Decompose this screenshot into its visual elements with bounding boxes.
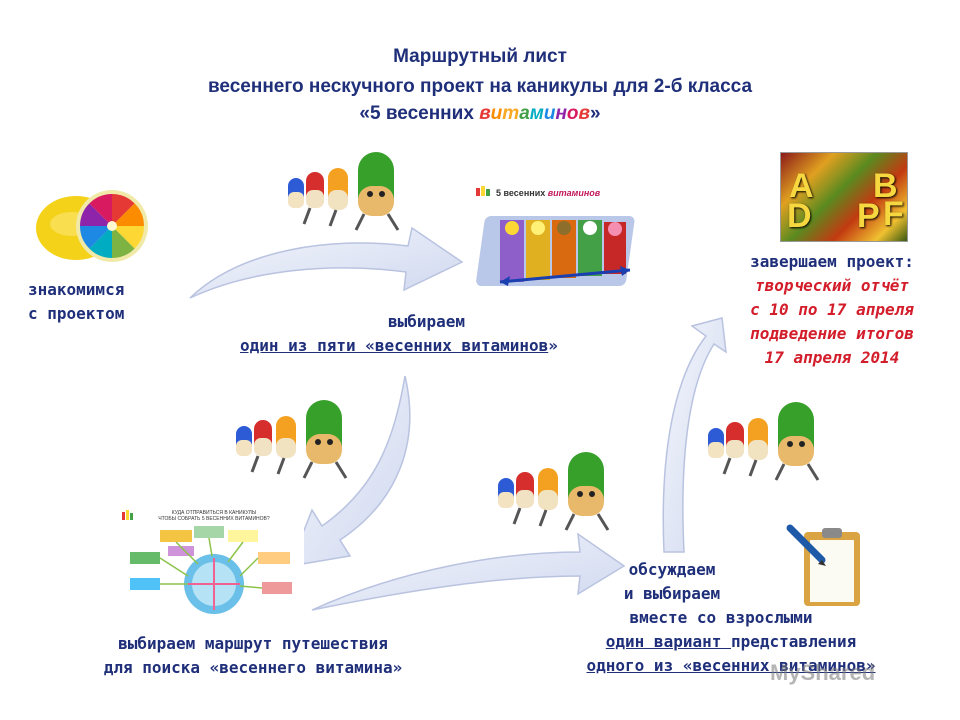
arrow-route-to-discuss [311, 532, 626, 611]
step-choose-line-2: один из пяти «весенних витаминов [240, 336, 549, 355]
step-discuss-line-4b: представления [731, 632, 857, 651]
step-finish: завершаем проект: творческий отчёт с 10 … [712, 250, 952, 370]
photo-letter: D [787, 197, 812, 235]
title-rainbow-letter: м [529, 103, 544, 124]
arrow-discuss-to-finish [662, 317, 727, 553]
step-discuss: обсуждаем и выбираем вместе со взрослыми… [526, 558, 936, 678]
title-rainbow-letter: в [578, 103, 591, 124]
title-rainbow-letter: т [502, 103, 520, 124]
step-discuss-line-1: обсуждаем [628, 560, 716, 579]
route-board-title-1: КУДА ОТПРАВИТЬСЯ В КАНИКУЛЫ [172, 510, 257, 516]
photo-letter: A [789, 167, 814, 205]
pill-characters-icon [708, 402, 820, 481]
pill-characters-icon [288, 152, 400, 231]
step-route-line-2: для поиска «весеннего витамина» [103, 658, 403, 677]
step-meet: знакомимся с проектом [28, 278, 124, 326]
title-rainbow-letter: о [566, 103, 579, 124]
step-finish-line-4: подведение итогов [750, 324, 914, 343]
photo-letter: P [857, 197, 880, 235]
step-discuss-line-4a: один вариант [605, 632, 731, 651]
step-meet-line-2: с проектом [28, 304, 125, 323]
watermark: MyShared [770, 660, 876, 685]
step-meet-line-1: знакомимся [28, 280, 125, 299]
board-title: 5 весенних витаминов [496, 188, 601, 198]
step-discuss-line-5: одного из «весенних витаминов» [586, 656, 876, 675]
step-choose-line-1: выбираем [388, 312, 466, 331]
title-line-3-open: «5 весенних [359, 103, 480, 124]
title-line-3-close: » [590, 103, 601, 124]
produce-letters-photo: A B D P F [780, 152, 908, 242]
step-finish-line-1: завершаем проект: [750, 252, 914, 271]
step-discuss-line-2: и выбираем [623, 584, 721, 603]
step-finish-line-2: творческий отчёт [754, 276, 910, 295]
step-finish-line-3: с 10 по 17 апреля [750, 300, 914, 319]
title-line-3: «5 весенних витаминов» [0, 103, 960, 125]
title-rainbow-word: витаминов [479, 103, 590, 124]
route-board-title-2: ЧТОБЫ СОБРАТЬ 5 ВЕСЕННИХ ВИТАМИНОВ? [158, 516, 270, 522]
arrow-meet-to-choose [189, 226, 464, 299]
pill-characters-icon [498, 452, 610, 531]
step-finish-line-5: 17 апреля 2014 [764, 348, 900, 367]
clipboard-pen-icon [786, 524, 860, 606]
title-rainbow-letter: и [543, 103, 556, 124]
title-line-1: Маршрутный лист [393, 46, 567, 67]
citrus-rainbow-icon [36, 190, 148, 262]
title-rainbow-letter: и [490, 103, 503, 124]
step-route-line-1: выбираем маршрут путешествия [118, 634, 388, 653]
title-rainbow-letter: а [519, 103, 530, 124]
title-line-2: весеннего нескучного проект на каникулы … [207, 76, 753, 97]
step-route: выбираем маршрут путешествия для поиска … [48, 632, 458, 680]
title-rainbow-letter: в [479, 103, 491, 124]
pill-characters-icon [236, 400, 348, 479]
route-board-thumbnail: КУДА ОТПРАВИТЬСЯ В КАНИКУЛЫ ЧТОБЫ СОБРАТ… [118, 506, 304, 624]
step-choose-line-2-end: » [548, 336, 558, 355]
title-rainbow-letter: н [555, 103, 567, 124]
step-choose: выбираем один из пяти «весенних витамино… [240, 310, 558, 358]
step-discuss-line-3: вместе со взрослыми [629, 608, 813, 627]
photo-letter: F [883, 195, 904, 233]
photo-letter: B [873, 167, 898, 205]
vitamins-board-thumbnail: 5 весенних витаминов [470, 182, 640, 300]
